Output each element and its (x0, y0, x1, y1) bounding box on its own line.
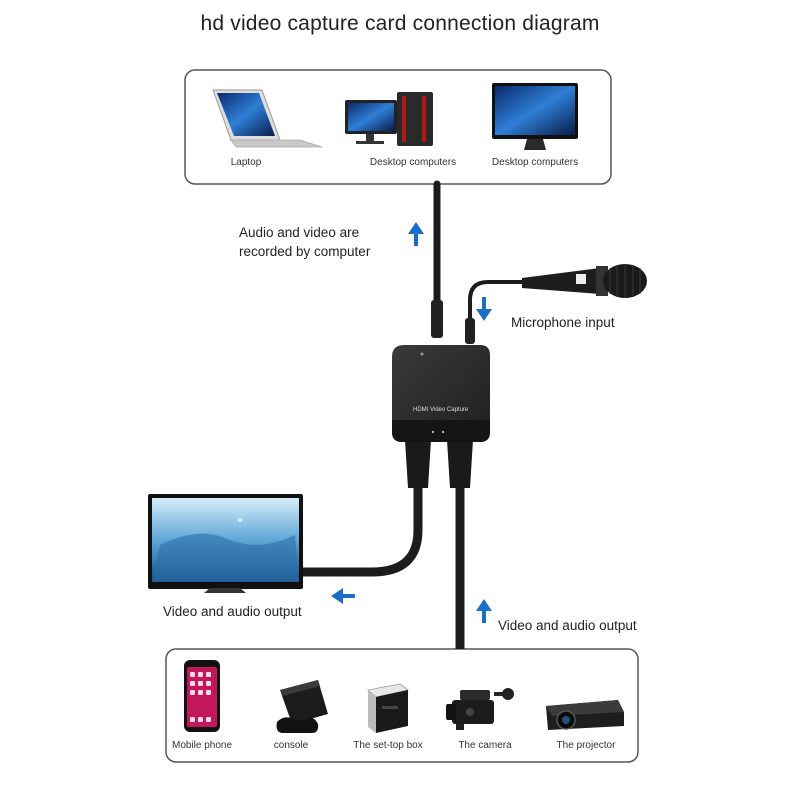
game-console-icon (276, 680, 328, 733)
diagram-title: hd video capture card connection diagram (200, 12, 600, 35)
desktop-tower-icon (345, 92, 433, 146)
laptop-icon (212, 89, 323, 148)
microphone-icon (522, 264, 647, 298)
microphone-plug (465, 318, 475, 344)
output-note-right: Video and audio output (498, 618, 637, 633)
projector-icon (546, 700, 624, 730)
bottom-device-label: The camera (458, 740, 512, 751)
television-icon (148, 494, 303, 593)
hdmi-output-connector (405, 440, 431, 488)
top-device-label: Laptop (230, 157, 262, 168)
arrow-down-microphone (476, 297, 492, 321)
top-device-label: Desktop computers (369, 157, 457, 168)
bottom-device-label: The set-top box (353, 740, 423, 751)
arrow-left-output (331, 588, 355, 604)
arrow-up-input (476, 599, 492, 623)
arrows (331, 222, 492, 623)
recorded-note-line2: recorded by computer (239, 244, 371, 259)
usb-plug (431, 300, 443, 338)
bottom-device-label: The projector (556, 740, 616, 751)
hdmi-input-connector (447, 440, 473, 488)
output-note-left: Video and audio output (163, 604, 302, 619)
camcorder-icon (446, 688, 514, 730)
microphone-note: Microphone input (511, 315, 615, 330)
bottom-device-label: Mobile phone (172, 740, 233, 751)
all-in-one-computer-icon (492, 83, 578, 150)
arrow-up-to-computer (408, 222, 424, 246)
recorded-note-line1: Audio and video are (239, 225, 360, 240)
smartphone-icon (184, 660, 220, 732)
hdmi-capture-card (392, 345, 490, 442)
hdmi-output-cable (300, 470, 423, 577)
top-device-label: Desktop computers (491, 157, 579, 168)
set-top-box-icon (367, 683, 409, 733)
microphone-cable (468, 280, 525, 330)
bottom-device-label: console (273, 740, 309, 751)
capture-card-label: HDMI Video Capture (413, 407, 469, 413)
